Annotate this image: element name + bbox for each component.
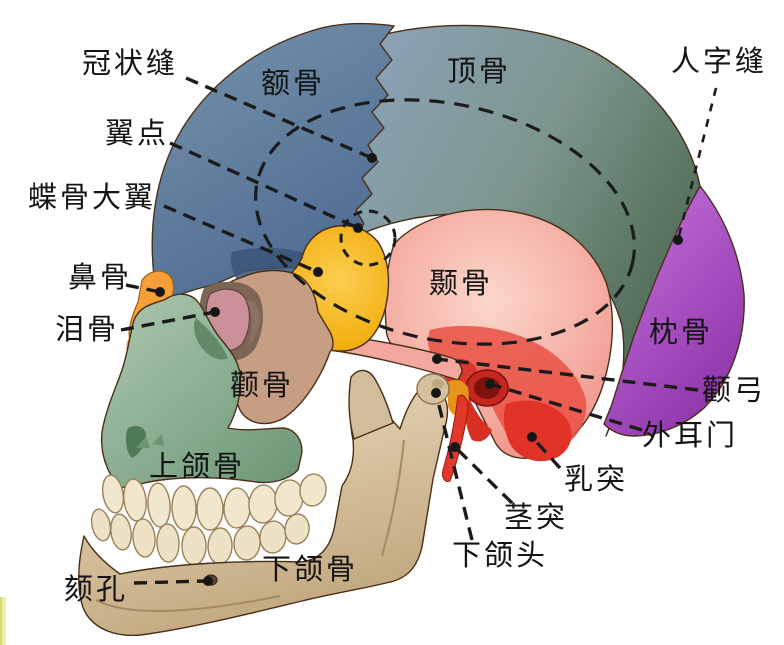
mandible-shading-line (95, 439, 405, 613)
label-mastoid-process: 乳突 (564, 463, 628, 496)
coronal-suture-leader-line (185, 76, 373, 160)
pterion-dashed-circle (339, 209, 397, 267)
ear-opening-leader-line (489, 382, 643, 432)
mental-foramen-leader-line (133, 579, 207, 585)
mastoid-leader-dot (527, 432, 537, 442)
label-coronal-suture: 冠状缝 (82, 47, 178, 80)
pterion-leader-line (169, 141, 359, 230)
label-occipital-bone: 枕骨 (649, 316, 713, 349)
lower-teeth-row (90, 508, 310, 566)
orbit-lateral-wall (246, 299, 260, 348)
mental-foramen-leader-dot (203, 576, 213, 586)
label-frontal-bone: 额骨 (261, 67, 325, 100)
mastoid-process-region (503, 400, 572, 462)
label-ear-opening: 外耳门 (642, 419, 738, 452)
label-lambdoid-suture: 人字缝 (671, 45, 767, 78)
maxilla-shadow (194, 318, 228, 360)
label-temporal-bone: 颞骨 (429, 268, 493, 300)
mastoid-leader-line (530, 435, 562, 470)
label-parietal-bone: 顶骨 (447, 56, 511, 88)
nasal-aperture (125, 426, 146, 458)
edge-strip-border (0, 597, 2, 645)
anterior-nasal-spine (136, 434, 164, 448)
label-pterion: 翼点 (105, 117, 169, 150)
mandible-head-leader-dot (431, 388, 441, 398)
label-mandible-head: 下颌头 (452, 539, 548, 572)
coronoid-process-region (348, 369, 394, 440)
lambdoid-leader-dot (673, 235, 683, 245)
sphenoid-leader-dot (313, 267, 323, 277)
mandible-region (78, 380, 449, 636)
upper-teeth-row (101, 473, 327, 531)
sphenoid-leader-line (163, 204, 319, 274)
ear-lower-red-region (465, 400, 492, 442)
label-styloid-process: 茎突 (504, 501, 568, 534)
nasal-leader-line (125, 283, 161, 294)
ear-opening-leader-dot (485, 379, 495, 389)
skull-bones (78, 22, 745, 636)
label-zygomatic-bone: 颧骨 (230, 369, 294, 402)
pterion-leader-dot (353, 223, 363, 233)
label-maxilla: 上颌骨 (149, 450, 245, 483)
styloid-leader-line (453, 445, 514, 505)
lacrimal-leader-line (120, 310, 216, 332)
temporal-line-dashed-ellipse (253, 98, 637, 346)
coronal-suture-leader-dot (367, 153, 377, 163)
lambdoid-leader-line (676, 87, 718, 241)
label-sphenoid-wing: 蝶骨大翼 (28, 181, 156, 214)
condyle-highlight (432, 379, 444, 389)
occipital-bone-region (603, 185, 745, 437)
labels: 冠状缝 额骨 顶骨 人字缝 翼点 蝶骨大翼 鼻骨 泪骨 颞骨 枕骨 颧骨 颧弓 … (28, 45, 767, 606)
label-zygomatic-arch: 颧弓 (702, 374, 766, 407)
zygomatic-arch-leader-dot (432, 354, 442, 364)
styloid-leader-dot (450, 442, 460, 452)
edge-strip (0, 597, 6, 645)
label-lacrimal-bone: 泪骨 (55, 313, 119, 346)
leader-lines (120, 76, 718, 586)
label-mandible: 下颌骨 (262, 553, 358, 586)
zygomatic-arch-leader-line (436, 357, 699, 392)
label-nasal-bone: 鼻骨 (68, 261, 132, 294)
lacrimal-leader-dot (210, 307, 220, 317)
nasal-leader-dot (155, 287, 165, 297)
label-mental-foramen: 颏孔 (64, 573, 128, 606)
maxilla-region (100, 293, 303, 489)
mandible-head-leader-line (434, 392, 474, 541)
